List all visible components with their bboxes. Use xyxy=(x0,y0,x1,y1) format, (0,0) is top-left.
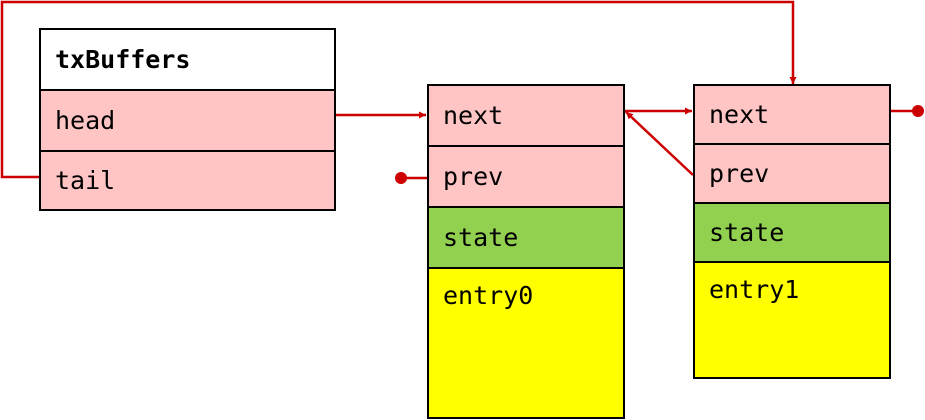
buffer-node-0: next prev state entry0 xyxy=(427,84,625,419)
node0-entry-field: entry0 xyxy=(429,269,623,417)
txbuffers-tail-field: tail xyxy=(41,152,334,209)
txbuffers-title: txBuffers xyxy=(41,30,334,91)
node1-entry-field: entry1 xyxy=(695,263,889,377)
node1-next-field: next xyxy=(695,86,889,145)
node1-next-null-dot xyxy=(912,105,924,117)
buffer-node-1: next prev state entry1 xyxy=(693,84,891,379)
node0-state-field: state xyxy=(429,208,623,269)
tail-pointer-arrow xyxy=(0,0,797,179)
node1-prev-field: prev xyxy=(695,145,889,204)
txbuffers-head-field: head xyxy=(41,91,334,152)
node0-next-field: next xyxy=(429,86,623,147)
node0-prev-field: prev xyxy=(429,147,623,208)
node0-prev-null-dot xyxy=(395,172,407,184)
txbuffers-struct: txBuffers head tail xyxy=(39,28,336,211)
node1-state-field: state xyxy=(695,204,889,263)
node1-prev-arrow xyxy=(625,111,694,176)
